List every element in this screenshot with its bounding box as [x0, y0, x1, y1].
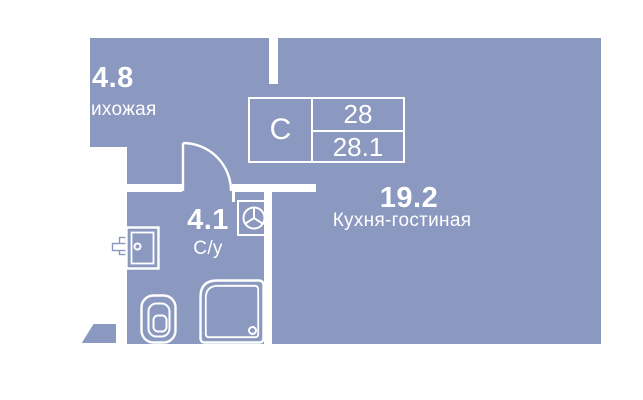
toilet-icon: [140, 294, 177, 344]
unit-top-value: 28: [313, 99, 403, 132]
wall-bath-top-right: [232, 184, 316, 192]
door-jamb: [232, 192, 235, 202]
kitchen-living-area: 19.2: [379, 182, 439, 214]
wall-top-stub: [269, 38, 278, 84]
hallway-area: 4.8: [92, 62, 134, 94]
unit-card-values: 28 28.1: [313, 99, 403, 162]
wall-bath-top-left: [127, 184, 182, 192]
unit-card: С 28 28.1: [248, 97, 405, 163]
door-swing-icon: [181, 141, 233, 192]
shower-tray-icon: [199, 279, 265, 344]
bathroom-area: 4.1: [187, 204, 229, 236]
unit-type-cell: С: [250, 99, 313, 161]
wall-wedge-icon: [78, 322, 118, 345]
unit-area-value: 28.1: [332, 132, 384, 162]
wall-bath-kitchen: [264, 184, 272, 344]
bathroom-name: С/у: [193, 238, 223, 259]
unit-type-label: С: [269, 113, 292, 146]
sink-icon: [111, 226, 160, 270]
hallway-name: ихожая: [91, 99, 157, 120]
kitchen-living-name: Кухня-гостиная: [332, 210, 472, 231]
washing-machine-icon: [237, 200, 267, 236]
